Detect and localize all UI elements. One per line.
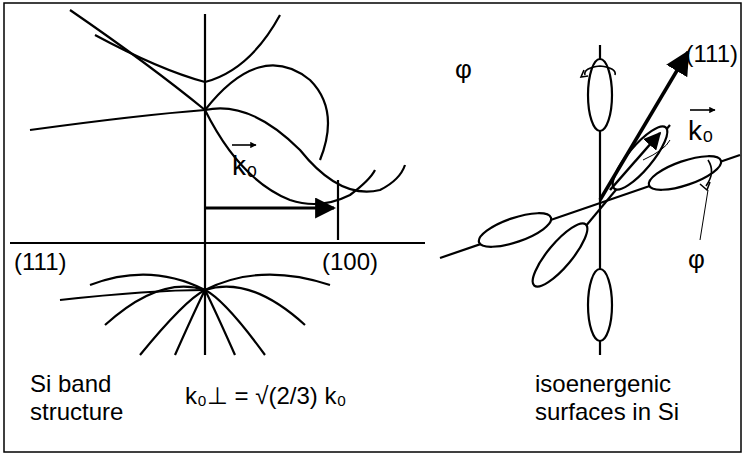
frame	[4, 3, 741, 452]
angle-symbol: φ	[455, 55, 472, 85]
vector-label: k₀	[688, 115, 714, 147]
caption-text: Si band structure	[30, 370, 170, 425]
caption-text: isoenergenic surfaces in Si	[535, 370, 705, 425]
axis-label: (111)	[686, 40, 738, 68]
band-structure	[10, 10, 425, 355]
axis-label: (111)	[14, 248, 66, 276]
isoenergetic-surfaces	[440, 45, 740, 355]
axis-label: (100)	[322, 248, 378, 276]
formula: k₀⊥ = √(2/3) k₀	[185, 382, 346, 410]
angle-symbol: φ	[688, 245, 705, 275]
vector-label: k₀	[232, 150, 258, 182]
